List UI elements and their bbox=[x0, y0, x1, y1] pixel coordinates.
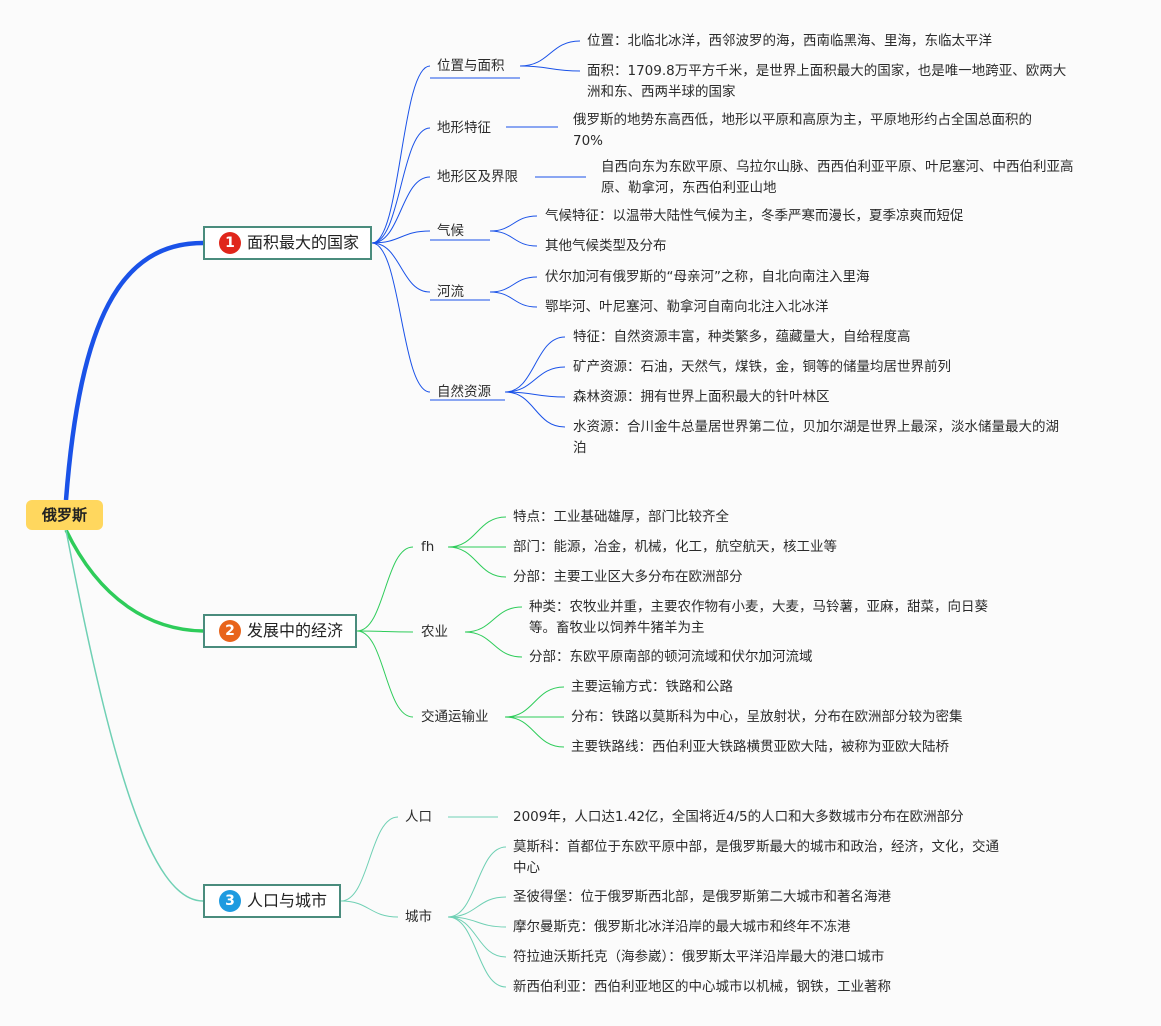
subtopic-node[interactable]: 河流 bbox=[437, 284, 464, 300]
connector-line bbox=[504, 391, 566, 428]
subtopic-node[interactable]: 气候 bbox=[437, 223, 464, 239]
connector-line bbox=[356, 630, 414, 718]
connector-line bbox=[371, 230, 431, 244]
connector-line bbox=[447, 846, 507, 918]
connector-line bbox=[447, 916, 507, 988]
leaf-node[interactable]: 其他气候类型及分布 bbox=[545, 238, 667, 254]
connector-line bbox=[504, 686, 565, 718]
root-node[interactable]: 俄罗斯 bbox=[26, 500, 103, 530]
leaf-node[interactable]: 位置：北临北冰洋，西邻波罗的海，西南临黑海、里海，东临太平洋 bbox=[587, 33, 992, 49]
leaf-node[interactable]: 鄂毕河、叶尼塞河、勒拿河自南向北注入北冰洋 bbox=[545, 299, 829, 315]
leaf-node[interactable]: 俄罗斯的地势东高西低，地形以平原和高原为主，平原地形约占全国总面积的70% bbox=[573, 112, 1032, 149]
subtopic-node[interactable]: 地形特征 bbox=[437, 120, 491, 136]
subtopic-node[interactable]: 交通运输业 bbox=[421, 709, 489, 725]
leaf-node[interactable]: 新西伯利亚：西伯利亚地区的中心城市以机械，钢铁，工业著称 bbox=[513, 979, 891, 995]
leaf-node[interactable]: 分布：铁路以莫斯科为中心，呈放射状，分布在欧洲部分较为密集 bbox=[571, 709, 963, 725]
leaf-node[interactable]: 森林资源：拥有世界上面积最大的针叶林区 bbox=[573, 389, 830, 405]
connector-line bbox=[519, 40, 581, 67]
leaf-node[interactable]: 2009年，人口达1.42亿，全国将近4/5的人口和大多数城市分布在欧洲部分 bbox=[513, 809, 964, 825]
connector-line bbox=[340, 900, 399, 918]
subtopic-node[interactable]: 自然资源 bbox=[437, 384, 491, 400]
subtopic-node[interactable]: 人口 bbox=[405, 809, 432, 825]
connector-line bbox=[504, 716, 565, 748]
number-badge-3: 3 bbox=[219, 890, 241, 912]
connector-line bbox=[371, 127, 431, 244]
connector-line bbox=[371, 65, 431, 244]
connector-line bbox=[447, 896, 507, 918]
connector-line bbox=[356, 630, 414, 633]
leaf-node[interactable]: 特点：工业基础雄厚，部门比较齐全 bbox=[513, 509, 729, 525]
connector-line bbox=[447, 916, 507, 928]
leaf-node[interactable]: 气候特征：以温带大陆性气候为主，冬季严寒而漫长，夏季凉爽而短促 bbox=[545, 208, 964, 224]
connector-line bbox=[371, 176, 431, 244]
topic-node-3[interactable]: 3 人口与城市 bbox=[203, 884, 341, 918]
number-badge-1: 1 bbox=[219, 232, 241, 254]
connector-line bbox=[356, 546, 414, 632]
connector-line bbox=[447, 916, 507, 958]
leaf-node[interactable]: 莫斯科：首都位于东欧平原中部，是俄罗斯最大的城市和政治，经济，文化，交通中心 bbox=[513, 839, 999, 876]
number-badge-2: 2 bbox=[219, 620, 241, 642]
leaf-node[interactable]: 分部：东欧平原南部的顿河流域和伏尔加河流域 bbox=[529, 649, 813, 665]
leaf-node[interactable]: 圣彼得堡：位于俄罗斯西北部，是俄罗斯第二大城市和著名海港 bbox=[513, 889, 891, 905]
leaf-node[interactable]: 伏尔加河有俄罗斯的“母亲河”之称，自北向南注入里海 bbox=[545, 269, 870, 285]
connector-line bbox=[504, 336, 566, 393]
connector-line bbox=[464, 631, 523, 658]
connector-line bbox=[489, 215, 538, 232]
connector-line bbox=[447, 546, 507, 578]
connector-line bbox=[489, 291, 538, 308]
connector-line bbox=[519, 65, 581, 72]
subtopic-node[interactable]: 位置与面积 bbox=[437, 58, 505, 74]
subtopic-node[interactable]: 农业 bbox=[421, 624, 448, 640]
connector-line bbox=[63, 240, 204, 501]
connector-line bbox=[464, 606, 523, 633]
leaf-node[interactable]: 种类：农牧业并重，主要农作物有小麦，大麦，马铃薯，亚麻，甜菜，向日葵等。畜牧业以… bbox=[529, 599, 988, 636]
leaf-node[interactable]: 水资源：合川金牛总量居世界第二位，贝加尔湖是世界上最深，淡水储量最大的湖泊 bbox=[573, 419, 1059, 456]
leaf-node[interactable]: 主要运输方式：铁路和公路 bbox=[571, 679, 733, 695]
leaf-node[interactable]: 主要铁路线：西伯利亚大铁路横贯亚欧大陆，被称为亚欧大陆桥 bbox=[571, 739, 949, 755]
connector-line bbox=[489, 230, 538, 247]
topic-node-1[interactable]: 1 面积最大的国家 bbox=[203, 226, 372, 260]
topic-label: 面积最大的国家 bbox=[247, 233, 360, 252]
connector-line bbox=[371, 242, 431, 293]
connector-line bbox=[504, 366, 566, 393]
connector-line bbox=[447, 516, 507, 548]
topic-label: 人口与城市 bbox=[247, 891, 328, 910]
leaf-node[interactable]: 自西向东为东欧平原、乌拉尔山脉、西西伯利亚平原、叶尼塞河、中西伯利亚高原、勒拿河… bbox=[601, 159, 1074, 196]
connector-line bbox=[65, 529, 204, 902]
connector-line bbox=[504, 391, 566, 398]
topic-label: 发展中的经济 bbox=[247, 621, 344, 640]
leaf-node[interactable]: 面积：1709.8万平方千米，是世界上面积最大的国家，也是唯一地跨亚、欧两大洲和… bbox=[587, 63, 1067, 100]
topic-node-2[interactable]: 2 发展中的经济 bbox=[203, 614, 357, 648]
connector-line bbox=[340, 816, 399, 902]
leaf-node[interactable]: 特征：自然资源丰富，种类繁多，蕴藏量大，自给程度高 bbox=[573, 329, 911, 345]
subtopic-node[interactable]: 地形区及界限 bbox=[437, 169, 518, 185]
subtopic-node[interactable]: 城市 bbox=[405, 909, 432, 925]
leaf-node[interactable]: 分部：主要工业区大多分布在欧洲部分 bbox=[513, 569, 743, 585]
connector-line bbox=[64, 529, 204, 633]
leaf-node[interactable]: 符拉迪沃斯托克（海参崴）：俄罗斯太平洋沿岸最大的港口城市 bbox=[513, 949, 885, 965]
leaf-node[interactable]: 部门：能源，冶金，机械，化工，航空航天，核工业等 bbox=[513, 539, 837, 555]
leaf-node[interactable]: 摩尔曼斯克：俄罗斯北冰洋沿岸的最大城市和终年不冻港 bbox=[513, 919, 851, 935]
connector-line bbox=[371, 242, 431, 393]
leaf-node[interactable]: 矿产资源：石油，天然气，煤铁，金，铜等的储量均居世界前列 bbox=[573, 359, 951, 375]
subtopic-node[interactable]: fh bbox=[421, 539, 435, 555]
connector-line bbox=[489, 276, 538, 293]
